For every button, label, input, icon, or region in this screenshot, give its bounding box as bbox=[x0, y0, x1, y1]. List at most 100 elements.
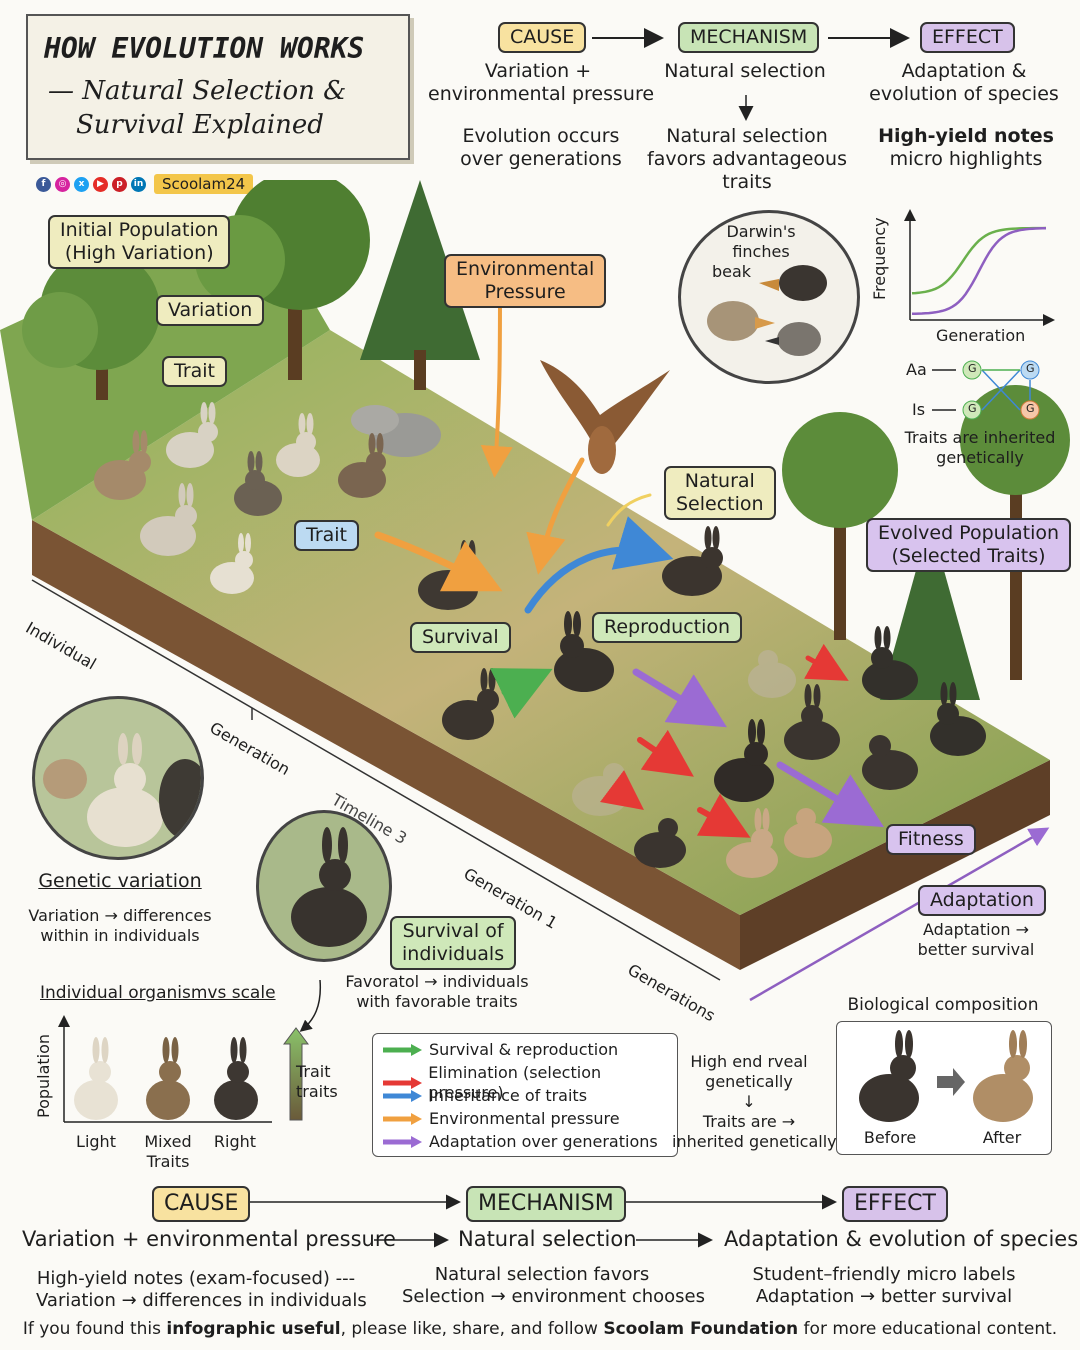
genetic-variation-inset bbox=[32, 696, 204, 860]
frequency-chart bbox=[904, 209, 1055, 326]
gene-node-1: G bbox=[968, 362, 977, 375]
scale-rabbit-light bbox=[74, 1037, 118, 1120]
hawk bbox=[540, 360, 670, 474]
after-rabbit bbox=[973, 1030, 1033, 1122]
scale-chart-plot bbox=[58, 1015, 309, 1123]
finches-beak-label: beak bbox=[712, 262, 752, 281]
before-after-rabbits bbox=[859, 1030, 1033, 1122]
legend-item-inheritance: Inheritance of traits bbox=[381, 1086, 587, 1106]
bio-after-label: After bbox=[982, 1128, 1022, 1147]
pinterest-icon[interactable]: p bbox=[112, 176, 127, 192]
x-icon[interactable]: x bbox=[74, 176, 89, 192]
allele-aa: Aa bbox=[906, 360, 927, 379]
top-mechanism-badge: MECHANISM bbox=[678, 22, 820, 53]
survival-inset bbox=[256, 810, 392, 962]
frequency-ylabel: Frequency bbox=[870, 217, 889, 300]
frequency-series-green bbox=[911, 226, 1047, 295]
genetic-variation-title: Genetic variation bbox=[38, 870, 202, 892]
label-trait-top: Trait bbox=[162, 356, 227, 387]
before-rabbit bbox=[859, 1030, 919, 1122]
scale-category-right: Right bbox=[213, 1132, 257, 1151]
bottom-effect-badge: EFFECT bbox=[842, 1186, 948, 1222]
label-survival: Survival bbox=[410, 622, 511, 653]
inheritance-diagram bbox=[932, 360, 1040, 420]
frequency-xlabel: Generation bbox=[936, 326, 1026, 345]
page-title: HOW EVOLUTION WORKS bbox=[44, 32, 365, 65]
footer-bold-infographic: infographic useful bbox=[166, 1319, 341, 1339]
survival-rabbit bbox=[291, 827, 367, 947]
title-card: HOW EVOLUTION WORKS — Natural Selection … bbox=[26, 14, 410, 160]
soil-front bbox=[32, 520, 740, 970]
top-cause-badge: CAUSE bbox=[498, 22, 587, 53]
linkedin-icon[interactable]: in bbox=[131, 176, 146, 192]
adaptation-note: Adaptation →better survival bbox=[917, 920, 1035, 959]
bio-before-label: Before bbox=[863, 1128, 917, 1147]
trees-right bbox=[782, 385, 1070, 700]
top-cause-text: Variation +environmental pressure bbox=[428, 60, 655, 105]
trees-left bbox=[22, 180, 480, 400]
timeline-axis bbox=[31, 579, 1050, 1002]
label-initial-population: Initial Population(High Variation) bbox=[48, 215, 231, 269]
variation-rabbits bbox=[43, 733, 201, 847]
process-arrows bbox=[374, 288, 885, 838]
legend-item-environmental: Environmental pressure bbox=[381, 1109, 620, 1129]
footer: If you found this infographic useful, pl… bbox=[22, 1319, 1058, 1339]
label-adaptation: Adaptation bbox=[918, 885, 1046, 916]
bottom-mechanism-text: Natural selection bbox=[458, 1227, 637, 1251]
social-bar: f ◎ x ▶ p in Scoolam24 bbox=[36, 174, 254, 194]
arrow-legend: Survival & reproduction Elimination (sel… bbox=[372, 1033, 678, 1157]
legend-item-elimination: Elimination (selection pressure) bbox=[381, 1063, 677, 1103]
bottom-mechanism-badge: MECHANISM bbox=[466, 1186, 626, 1222]
bottom-note-1: High-yield notes (exam-focused) ---Varia… bbox=[36, 1268, 367, 1311]
allele-is: Is bbox=[912, 400, 926, 419]
top-effect-text: Adaptation &evolution of species bbox=[869, 60, 1059, 105]
scale-chart-title: Individual organismvs scale bbox=[40, 983, 276, 1003]
instagram-icon[interactable]: ◎ bbox=[55, 176, 70, 192]
scale-rabbit-mixed bbox=[146, 1037, 190, 1120]
bottom-effect-text: Adaptation & evolution of species bbox=[724, 1227, 1079, 1251]
bottom-flow-arrows bbox=[250, 1194, 837, 1248]
facebook-icon[interactable]: f bbox=[36, 176, 51, 192]
legend-item-adaptation: Adaptation over generations bbox=[381, 1132, 658, 1152]
label-variation: Variation bbox=[156, 295, 265, 326]
label-trait-mid: Trait bbox=[294, 520, 359, 551]
finch-illustrations bbox=[707, 265, 827, 356]
ecosystem-scene bbox=[0, 180, 1070, 1002]
bottom-cause-text: Variation + environmental pressure bbox=[22, 1227, 396, 1251]
top-mechanism-text: Natural selection bbox=[664, 60, 826, 82]
scale-rabbit-dark bbox=[214, 1037, 258, 1120]
gene-node-3: G bbox=[1026, 362, 1035, 375]
scale-arrow-curve bbox=[299, 979, 322, 1032]
gene-node-4: G bbox=[1026, 402, 1035, 415]
label-evolved-population: Evolved Population(Selected Traits) bbox=[866, 518, 1072, 572]
top-effect-badge: EFFECT bbox=[920, 22, 1015, 53]
finches-inset bbox=[678, 210, 860, 384]
bottom-cause-badge: CAUSE bbox=[152, 1186, 251, 1222]
label-reproduction: Reproduction bbox=[592, 612, 743, 643]
label-fitness: Fitness bbox=[886, 824, 976, 855]
youtube-icon[interactable]: ▶ bbox=[93, 176, 108, 192]
brand-handle[interactable]: Scoolam24 bbox=[154, 174, 254, 194]
footer-bold-brand[interactable]: Scoolam Foundation bbox=[603, 1319, 799, 1339]
subtitle-line-2: Survival Explained bbox=[76, 110, 324, 140]
legend-item-survival: Survival & reproduction bbox=[381, 1040, 618, 1060]
ground-surface bbox=[32, 330, 1050, 915]
scale-chart-ylabel: Population bbox=[34, 1033, 53, 1118]
scale-category-mixed: Mixed Traits bbox=[144, 1132, 192, 1171]
soil-right bbox=[740, 760, 1050, 970]
gene-node-2: G bbox=[968, 402, 977, 415]
top-flow-arrows bbox=[592, 28, 910, 121]
